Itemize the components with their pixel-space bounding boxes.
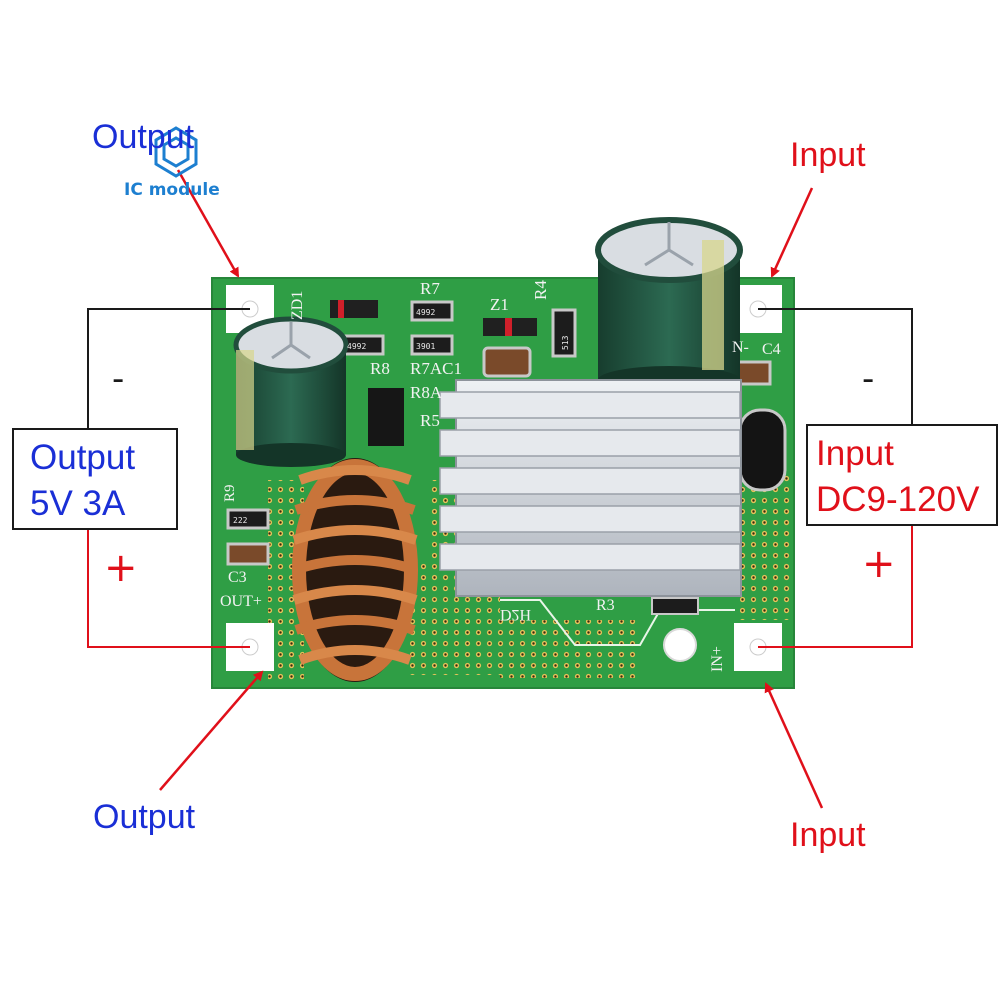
arrow-input-bottom <box>764 682 824 809</box>
output-spec-box: Output 5V 3A <box>12 428 178 530</box>
pcb-label-c4: C4 <box>762 341 781 358</box>
arrow-output-top <box>176 169 240 278</box>
callout-output-top: Output <box>92 118 195 156</box>
output-spec-title: Output <box>30 438 136 477</box>
input-spec-range: DC9-120V <box>816 480 980 519</box>
pcb-label-r7: R7 <box>420 279 440 298</box>
callout-output-bottom: Output <box>93 798 196 836</box>
pcb-label-r5: R5 <box>420 411 440 430</box>
resistor-code-222: 222 <box>233 516 248 525</box>
arrow-input-top <box>770 187 814 278</box>
callout-input-top: Input <box>790 136 866 174</box>
pcb-label-out-plus: OUT+ <box>220 593 262 610</box>
pcb-label-r8a: R8A <box>410 383 443 402</box>
input-spec-box: Input DC9-120V <box>806 424 998 526</box>
pcb-label-d2h: D2H <box>500 606 532 623</box>
resistor-code-513: 513 <box>561 335 570 350</box>
pcb-label-zd1: ZD1 <box>289 291 306 320</box>
pcb-label-n-minus: N- <box>732 339 749 356</box>
brand-name: IC module <box>124 180 220 200</box>
pcb-label-c3: C3 <box>228 569 247 586</box>
pcb-label-r3: R3 <box>596 597 615 614</box>
pcb-label-in-plus: IN+ <box>709 646 726 672</box>
callout-arrows <box>159 169 824 809</box>
heatsink <box>439 379 742 597</box>
resistor-code-4992-b: 4992 <box>347 342 366 351</box>
pcb-label-r9: R9 <box>222 484 238 502</box>
toroidal-inductor <box>292 458 418 682</box>
output-plus-sign: + <box>104 545 138 591</box>
arrow-output-bottom <box>159 670 264 791</box>
pcb-label-r7ac1: R7AC1 <box>410 359 462 378</box>
resistor-code-3901: 3901 <box>416 342 435 351</box>
resistor-code-4992-a: 4992 <box>416 308 435 317</box>
smd-components <box>226 300 787 615</box>
hexagon-chip-logo-icon <box>154 126 198 178</box>
large-capacitor <box>595 217 743 394</box>
small-capacitor <box>233 316 349 467</box>
input-minus-sign: - <box>862 359 875 399</box>
wiring-diagram-lines <box>87 308 913 648</box>
pcb-silkscreen-labels: R7 Z1 R4 ZD1 R8 R7AC1 R8A R5 R9 C3 OUT+ … <box>220 279 781 672</box>
input-spec-title: Input <box>816 434 894 473</box>
pcb-label-r8: R8 <box>370 359 390 378</box>
input-plus-sign: + <box>862 541 896 587</box>
pcb-label-r4: R4 <box>531 280 550 300</box>
callout-input-bottom: Input <box>790 816 866 854</box>
pcb-label-z1: Z1 <box>490 295 509 314</box>
output-spec-rating: 5V 3A <box>30 484 126 523</box>
output-minus-sign: - <box>112 359 125 399</box>
